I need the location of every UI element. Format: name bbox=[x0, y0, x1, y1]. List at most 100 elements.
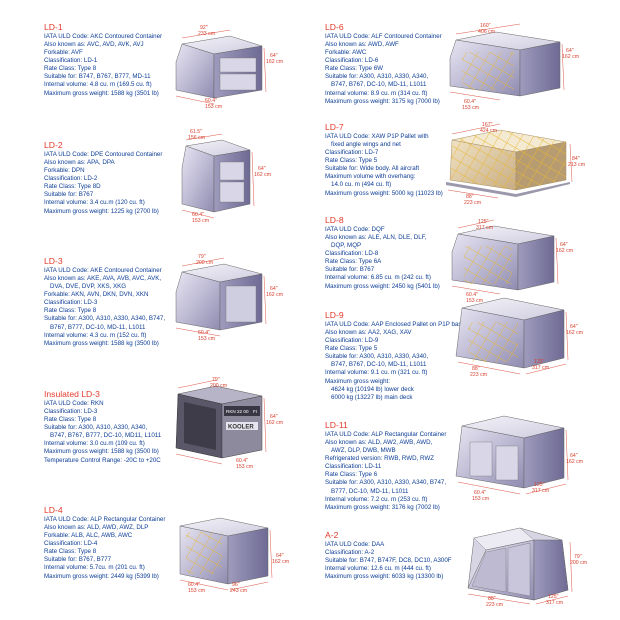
ld11-dim-depth-in: 60.4" bbox=[474, 490, 486, 496]
a2-illustration: 79" 200 cm 88" 223 cm 125" 317 cm bbox=[467, 527, 587, 608]
ld8-spec-line: IATA ULD Code: DQF bbox=[325, 225, 385, 233]
ld8-title: LD-8 bbox=[325, 215, 344, 225]
ild3-dim-depth-cm: 153 cm bbox=[236, 464, 253, 470]
a2-dim-depth-in: 88" bbox=[488, 596, 496, 602]
ild3-spec-line: Suitable for: A300, A310, A330, A340, bbox=[44, 423, 148, 431]
ld11-spec-line: Maximum gross weight: 3176 kg (7002 lb) bbox=[325, 503, 440, 511]
ild3-dim-height-cm: 162 cm bbox=[266, 420, 283, 426]
ld1-illustration: 92" 233 cm 64" 162 cm 60.4" 153 cm bbox=[175, 25, 283, 110]
ld6-dim-top-cm: 406 cm bbox=[478, 29, 495, 35]
ld3-dim-height-cm: 162 cm bbox=[266, 292, 283, 298]
ld8-spec-line: Classification: LD-8 bbox=[325, 249, 379, 257]
ld8-dim-top-cm: 317 cm bbox=[476, 225, 493, 231]
a2-spec-line: Suitable for: B747, B747F, DC8, DC10, A3… bbox=[325, 556, 452, 564]
ld8-spec-line: Also known as: ALE, ALN, DLE, DLF, bbox=[325, 233, 427, 241]
ld4-dim-width-in: 96" bbox=[232, 582, 240, 588]
ld2-dim-height-cm: 162 cm bbox=[254, 172, 271, 178]
ld11-dim-width-cm: 317 cm bbox=[532, 488, 549, 494]
ld7-title: LD-7 bbox=[325, 122, 344, 132]
ld6-spec-line: Forkable: AWC bbox=[325, 48, 367, 56]
ld3-dim-top-cm: 200 cm bbox=[196, 260, 213, 266]
ld9-dim-width-cm: 317 cm bbox=[532, 365, 549, 371]
ld1-dim-height-cm: 162 cm bbox=[266, 59, 283, 65]
ld2-dim-depth-cm: 153 cm bbox=[192, 218, 209, 224]
ld9-dim-depth-in: 88" bbox=[472, 366, 480, 372]
ld8-spec-line: Maximum gross weight: 2450 kg (5401 lb) bbox=[325, 282, 440, 290]
ld2-spec-line: Forkable: DPN bbox=[44, 166, 85, 174]
ld1-dim-depth-in: 60.4" bbox=[205, 98, 217, 104]
ld7-spec-line: Suitable for: Wide body. All aircraft bbox=[325, 165, 420, 173]
ld9-spec-line: 6000 kg (13227 lb) main deck bbox=[331, 393, 413, 401]
a2-spec-line: Classification: A-2 bbox=[325, 548, 375, 556]
ld3-spec-line: Suitable for: A300, A310, A330, A340, B7… bbox=[44, 315, 166, 323]
ld3-spec-line: Internal volume: 4.3 cu. m (152 cu. ft) bbox=[44, 331, 147, 339]
kooler-logo: KOOLER bbox=[228, 425, 254, 431]
ld1-spec-line: Also known as: AVC, AVD, AVK, AVJ bbox=[44, 40, 144, 48]
ld9-illustration: 64" 162 cm 88" 223 cm 125" 317 cm bbox=[455, 297, 583, 378]
ld9-dim-height-in: 64" bbox=[570, 324, 578, 330]
ld8-dim-height-in: 64" bbox=[560, 242, 568, 248]
ild3-dim-top-cm: 200 cm bbox=[210, 383, 227, 389]
ld1-spec-line: Suitable for: B747, B767, B777, MD-11 bbox=[44, 73, 151, 81]
ld4-dim-depth-in: 60.4" bbox=[188, 582, 200, 588]
ld8-dim-height-cm: 162 cm bbox=[556, 248, 573, 254]
ld2-spec-line: Rate Class: Type 8D bbox=[44, 183, 101, 191]
ld7-dim-depth-in: 88" bbox=[466, 194, 474, 200]
ld3-spec-line: Also known as: AKE, AVA, AVB, AVC, AVK, bbox=[44, 274, 162, 282]
ld11-spec-line: Also known as: ALD, AW2, AWB, AWD, bbox=[325, 438, 433, 446]
ld6-spec-line: Also known as: AWD, AWF bbox=[325, 40, 399, 48]
ld8-spec-line: DQP, MQP bbox=[331, 241, 362, 249]
ld9-spec-line: Internal volume: 9.1 cu. m (321 cu. ft) bbox=[325, 369, 428, 377]
ld6-spec-line: Suitable for: A300, A310, A330, A340, bbox=[325, 73, 429, 81]
a2-dim-depth-cm: 223 cm bbox=[486, 602, 503, 608]
ld7-spec-line: Maximum volume with overhang: bbox=[325, 173, 416, 181]
ld3-illustration: 79" 200 cm 64" 162 cm 60.4" 153 cm bbox=[175, 254, 283, 342]
ld8-spec-line: Suitable for: B767 bbox=[325, 266, 375, 274]
ld11-dim-height-in: 64" bbox=[570, 453, 578, 459]
ld6-dim-depth-cm: 153 cm bbox=[462, 105, 479, 111]
ld7-spec-line: Maximum gross weight: 5000 kg (11023 lb) bbox=[325, 189, 443, 197]
ld2-title: LD-2 bbox=[44, 140, 63, 150]
ld1-dim-height-in: 64" bbox=[270, 53, 278, 59]
ld2-spec-line: Also known as: APA, DPA bbox=[44, 158, 115, 166]
ld1-dim-depth-cm: 153 cm bbox=[205, 104, 222, 110]
ld9-spec-line: Suitable for: A300, A310, A330, A340, bbox=[325, 353, 429, 361]
ld9-spec-line: IATA ULD Code: AAP Enclosed Pallet on P1… bbox=[325, 320, 465, 328]
ld11-dim-width-in: 125" bbox=[534, 482, 545, 488]
ld3-dim-top-in: 79" bbox=[198, 254, 206, 260]
ld8-dim-depth-in: 60.4" bbox=[466, 292, 478, 298]
ld9-spec-line: Maximum gross weight: bbox=[325, 377, 390, 385]
ld4-dim-height-in: 64" bbox=[276, 553, 284, 559]
ld1-dim-top-in: 92" bbox=[200, 25, 208, 31]
ld8-spec-line: Rate Class: Type 6A bbox=[325, 258, 382, 266]
ld3-spec-line: Rate Class: Type 8 bbox=[44, 307, 97, 315]
ld7-spec-line: 14.0 cu. m (494 cu. ft) bbox=[331, 181, 392, 189]
a2-spec-line: IATA ULD Code: DAA bbox=[325, 540, 385, 548]
ld2-spec-line: Maximum gross weight: 1225 kg (2700 lb) bbox=[44, 207, 159, 215]
a2-spec-line: Internal volume: 12.6 cu. m (444 cu. ft) bbox=[325, 564, 431, 572]
ld6-dim-top-in: 160" bbox=[480, 23, 491, 29]
ld8-spec-line: Internal volume: 6.85 cu. m (242 cu. ft) bbox=[325, 274, 431, 282]
ld11-title: LD-11 bbox=[325, 420, 348, 430]
ld7-illustration: 167" 424 cm 84" 213 cm 88" 223 cm bbox=[446, 122, 585, 206]
ld11-spec-line: B777, DC-10, MD-11, L1011 bbox=[331, 487, 409, 495]
ld2-spec-line: Classification: LD-2 bbox=[44, 174, 98, 182]
ld4-dim-depth-cm: 153 cm bbox=[188, 588, 205, 594]
ld3-spec-line: Classification: LD-3 bbox=[44, 299, 98, 307]
ld11-spec-line: Classification: LD-11 bbox=[325, 463, 382, 471]
ld1-spec-line: Forkable: AVF bbox=[44, 48, 83, 56]
ld11-illustration: 64" 162 cm 60.4" 153 cm 125" 317 cm bbox=[455, 415, 583, 502]
ld6-dim-depth-in: 60.4" bbox=[464, 99, 476, 105]
ld4-illustration: 64" 162 cm 60.4" 153 cm 96" 243 cm bbox=[179, 517, 289, 594]
ild3-dim-depth-in: 60.4" bbox=[236, 458, 248, 464]
ld2-spec-line: IATA ULD Code: DPE Contoured Container bbox=[44, 150, 163, 158]
ld9-spec-line: Rate Class: Type 5 bbox=[325, 344, 378, 352]
a2-dim-width-in: 125" bbox=[548, 594, 559, 600]
ld3-spec-line: DVA, DVE, DVP, XKS, XKG bbox=[50, 282, 127, 290]
ld4-spec-line: Also known as: ALD, AWD, AWZ, DLP bbox=[44, 523, 149, 531]
ld3-spec-line: Maximum gross weight: 1588 kg (3500 lb) bbox=[44, 339, 159, 347]
ld9-dim-width-in: 125" bbox=[534, 359, 545, 365]
